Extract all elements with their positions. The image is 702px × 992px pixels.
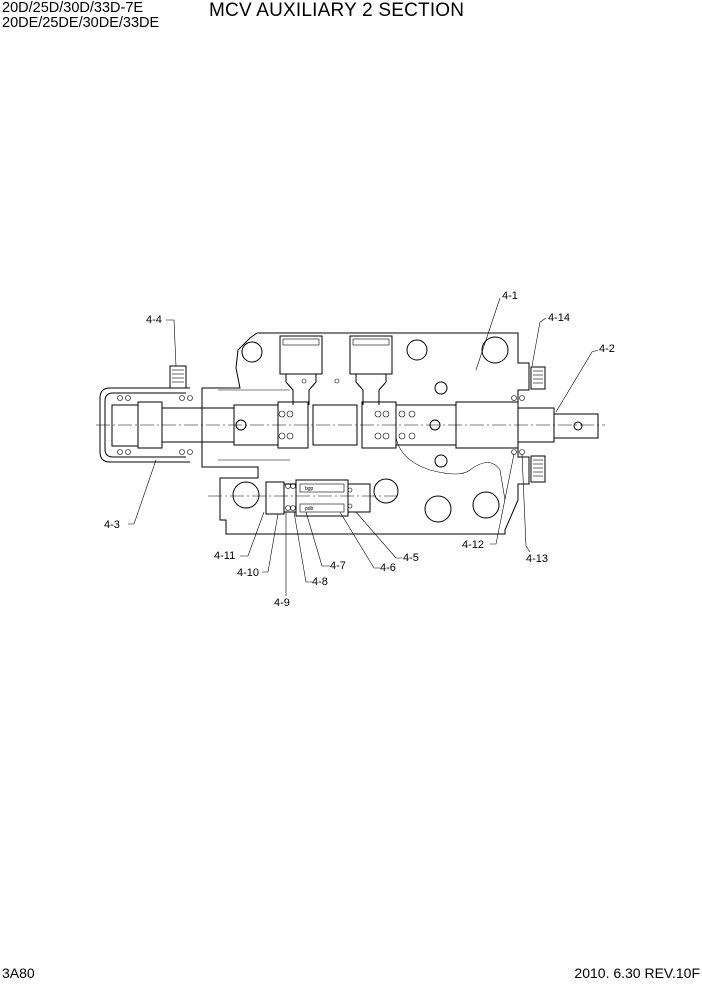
- small-dot-left: [301, 378, 307, 384]
- check-valve-left: [279, 335, 323, 405]
- label-4-6: 4-6: [380, 562, 396, 574]
- spring-cap-assembly: [99, 387, 235, 463]
- valve-body-outline: [201, 332, 530, 535]
- main-spool: [233, 395, 555, 455]
- label-4-4: 4-4: [146, 314, 162, 326]
- label-4-10: 4-10: [237, 567, 259, 579]
- body-passage: [395, 412, 506, 501]
- relief-plug-assembly: bgp pdb: [265, 478, 399, 517]
- seal-plate-4-13: [530, 455, 546, 483]
- label-4-13: 4-13: [526, 553, 548, 565]
- body-port-mid-right: [481, 336, 509, 364]
- label-4-2: 4-2: [599, 343, 615, 355]
- plug-mark-top: bgp: [305, 486, 314, 492]
- page-code: 3A80: [2, 965, 35, 981]
- spool-end-4-2: [553, 410, 599, 442]
- label-4-1: 4-1: [502, 290, 518, 302]
- label-4-11: 4-11: [214, 550, 235, 562]
- label-4-7: 4-7: [330, 560, 346, 572]
- label-4-8: 4-8: [312, 576, 328, 588]
- plug-mark-bottom: pdb: [305, 506, 314, 512]
- body-port-lower-left: [232, 481, 260, 509]
- body-port-lower-b: [472, 491, 500, 519]
- model-line-2: 20DE/25DE/30DE/33DE: [2, 15, 160, 31]
- leader-lines: [128, 297, 599, 596]
- body-port-left: [241, 341, 263, 363]
- body-port-lower-a: [424, 495, 452, 523]
- label-4-12: 4-12: [462, 539, 484, 551]
- small-dot-right: [334, 378, 340, 384]
- model-line-1: 20D/25D/30D/33D-7E: [2, 0, 144, 16]
- body-passage-2: [218, 389, 290, 461]
- body-port-small: [434, 381, 448, 395]
- label-4-3: 4-3: [104, 519, 120, 531]
- label-4-14: 4-14: [548, 312, 570, 324]
- label-4-9: 4-9: [274, 597, 290, 609]
- seal-plate-4-14: [530, 366, 546, 390]
- check-valve-right: [349, 335, 393, 405]
- label-4-5: 4-5: [403, 552, 419, 564]
- body-port-small-2: [434, 454, 448, 468]
- revision-date: 2010. 6.30 REV.10F: [574, 965, 700, 981]
- seal-plate-4-4: [169, 365, 187, 389]
- page-title: MCV AUXILIARY 2 SECTION: [209, 0, 465, 21]
- body-port-upper-right: [406, 339, 428, 361]
